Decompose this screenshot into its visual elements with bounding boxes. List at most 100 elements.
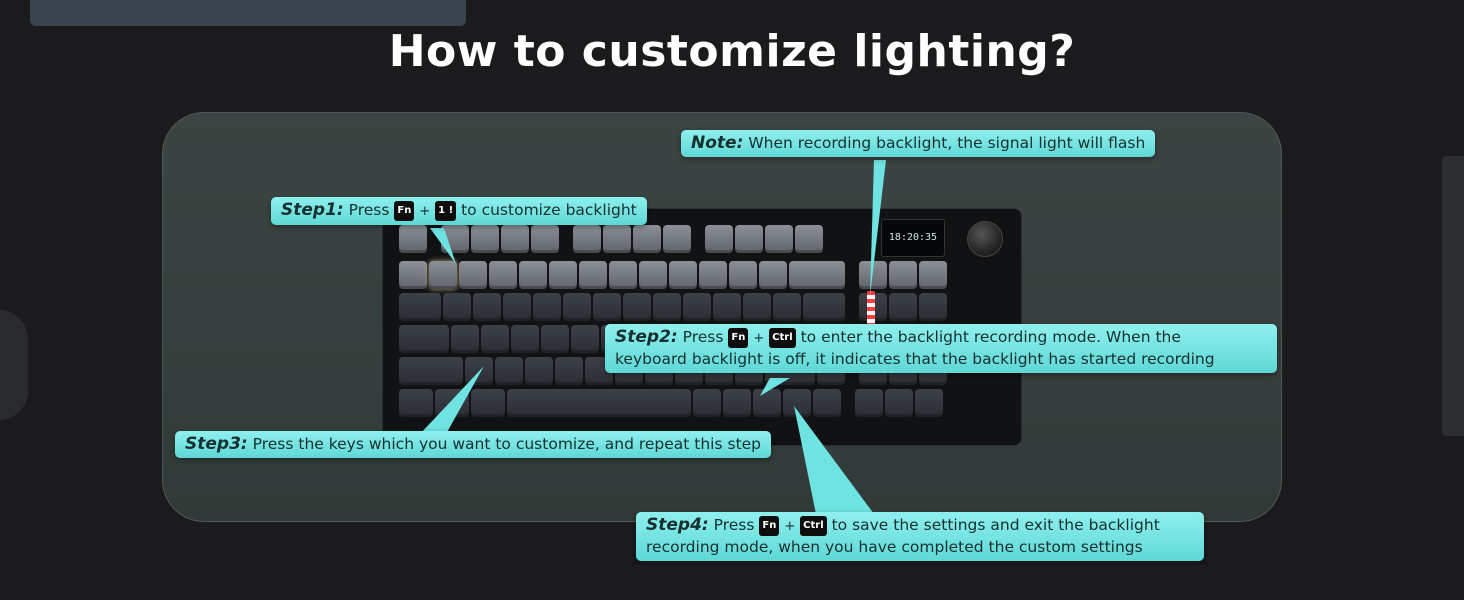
keycap [889,293,917,321]
keycap [555,357,583,385]
keycap [765,225,793,253]
keycap [885,389,913,417]
keycap [399,357,463,385]
keyrow-qwerty [399,293,947,321]
keycap [579,261,607,289]
step4-line1: Step4: Press Fn + Ctrl to save the setti… [646,515,1194,537]
keycap [855,389,883,417]
keycap [593,293,621,321]
step4-press: Press [713,516,755,534]
keycap [759,261,787,289]
step4-pointer [794,406,874,514]
step1-callout: Step1: Press Fn + 1 ! to customize backl… [271,197,647,225]
fn-key-icon: Fn [728,327,749,348]
step2-text-line2: keyboard backlight is off, it indicates … [615,350,1215,368]
keyrow-space [399,389,943,417]
keycap [549,261,577,289]
step4-label: Step4: [646,515,709,535]
keycap [693,389,721,417]
keycap [531,225,559,253]
keycap [471,389,505,417]
keycap [609,261,637,289]
step1-text: to customize backlight [461,201,637,219]
note-callout: Note: When recording backlight, the sign… [681,130,1156,157]
keyrow-numbers [399,261,947,289]
note-pointer [870,160,886,296]
step1-pointer [430,228,456,264]
ctrl-key-icon: Ctrl [769,327,796,348]
step2-line1: Step2: Press Fn + Ctrl to enter the back… [615,327,1267,349]
keycap [603,225,631,253]
step4-text-line2: recording mode, when you have completed … [646,538,1143,556]
step3-label: Step3: [185,434,248,454]
keycap [399,293,441,321]
step1-label: Step1: [281,200,344,220]
keycap [541,325,569,353]
step4-text-line1: to save the settings and exit the backli… [831,516,1160,534]
fn-key-icon: Fn [759,515,780,536]
keycap [915,389,943,417]
keycap [683,293,711,321]
keycap [753,389,781,417]
step2-callout: Step2: Press Fn + Ctrl to enter the back… [605,324,1277,373]
step3-pointer [420,366,484,434]
note-label: Note: [691,133,744,153]
keycap [511,325,539,353]
note-text: When recording backlight, the signal lig… [748,134,1146,152]
desk-device-right [1442,156,1464,436]
keyboard-screen: 18:20:35 [881,219,945,257]
keycap [919,293,947,321]
keycap [503,293,531,321]
one-key-icon: 1 ! [435,200,457,221]
keycap [443,293,471,321]
keycap [399,389,433,417]
keycap [705,225,733,253]
keycap [789,261,845,289]
keycap [639,261,667,289]
keycap [519,261,547,289]
keycap [573,225,601,253]
desk-speaker-knob [0,310,28,420]
keycap [743,293,771,321]
step2-text-line1: to enter the backlight recording mode. W… [800,328,1181,346]
keycap [919,261,947,289]
step2-pointer [760,378,790,396]
keycap [465,357,493,385]
keycap [429,261,457,289]
keycap [525,357,553,385]
keycap [795,225,823,253]
keycap [459,261,487,289]
keycap [623,293,651,321]
keycap [713,293,741,321]
fn-key-icon: Fn [394,200,415,221]
step3-text: Press the keys which you want to customi… [252,435,762,453]
plus-sign: + [419,204,431,219]
step1-press: Press [348,201,390,219]
keycap [699,261,727,289]
plus-sign: + [784,519,796,534]
keycap [563,293,591,321]
step2-label: Step2: [615,327,678,347]
keycap [571,325,599,353]
keycap [653,293,681,321]
keycap [451,325,479,353]
keycap [729,261,757,289]
step4-callout: Step4: Press Fn + Ctrl to save the setti… [636,512,1204,561]
keycap [773,293,801,321]
keycap [507,389,691,417]
keyboard-knob [967,221,1003,257]
keycap [481,325,509,353]
keycap [473,293,501,321]
keycap [889,261,917,289]
keycap [399,225,427,253]
keycap [471,225,499,253]
keycap [495,357,523,385]
keycap [533,293,561,321]
step2-press: Press [682,328,724,346]
step3-callout: Step3: Press the keys which you want to … [175,431,772,458]
keycap [633,225,661,253]
ctrl-key-icon: Ctrl [800,515,827,536]
keycap [399,325,449,353]
keycap [723,389,751,417]
plus-sign: + [753,331,765,346]
